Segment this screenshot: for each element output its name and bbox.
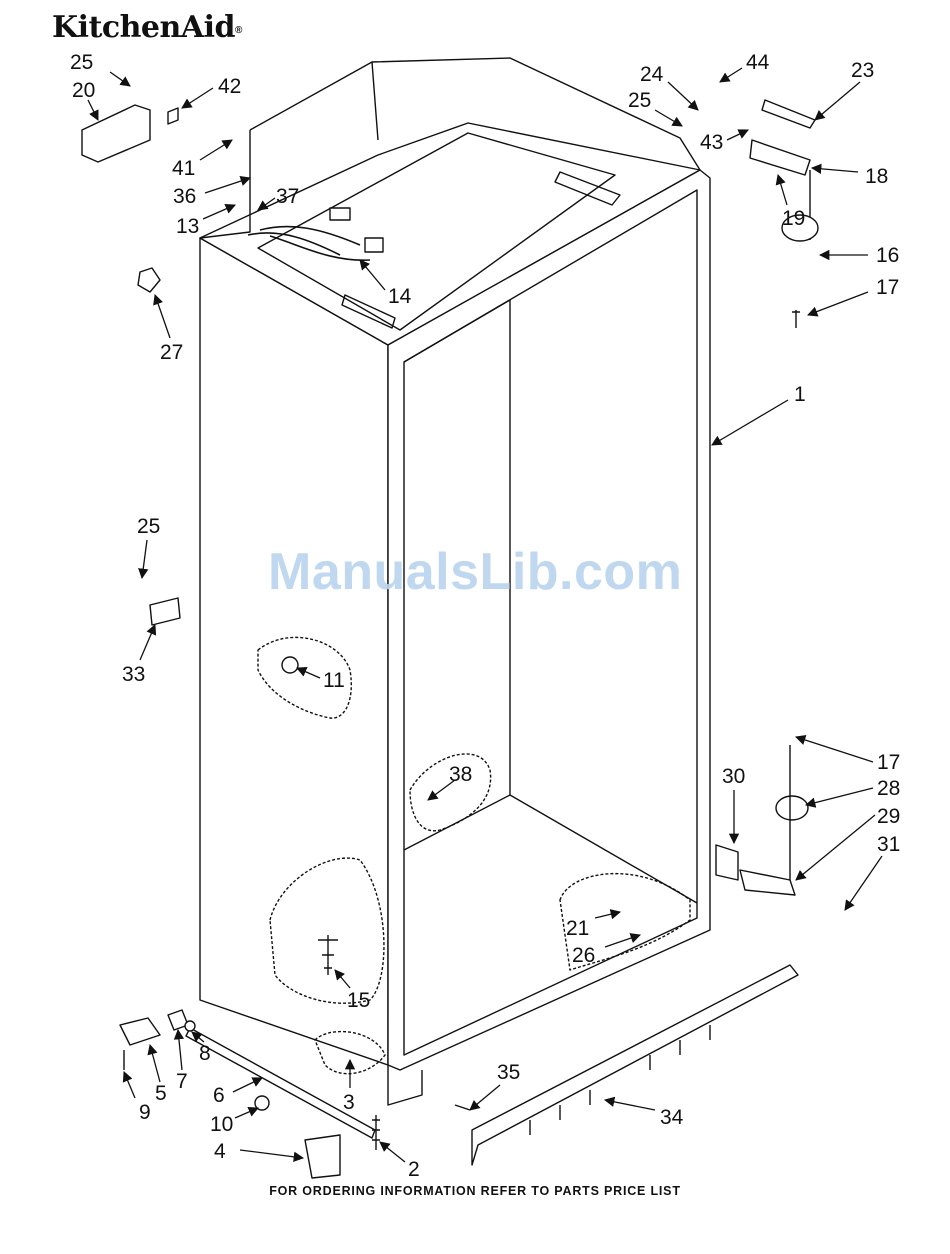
leader-7 bbox=[178, 1030, 182, 1070]
footer-note: FOR ORDERING INFORMATION REFER TO PARTS … bbox=[0, 1184, 950, 1198]
leader-18 bbox=[812, 168, 858, 172]
leader-36 bbox=[205, 178, 250, 193]
leader-25a bbox=[110, 72, 130, 86]
leader-20 bbox=[88, 100, 98, 120]
callout-13: 13 bbox=[176, 216, 199, 237]
callout-37: 37 bbox=[276, 186, 299, 207]
callout-27: 27 bbox=[160, 342, 183, 363]
callout-4: 4 bbox=[214, 1141, 226, 1162]
callout-43: 43 bbox=[700, 132, 723, 153]
callout-5: 5 bbox=[155, 1083, 167, 1104]
light-housing bbox=[82, 105, 150, 162]
leader-17b bbox=[796, 737, 873, 762]
callout-36: 36 bbox=[173, 186, 196, 207]
upper-hinge-bracket bbox=[750, 140, 810, 175]
callout-2: 2 bbox=[408, 1159, 420, 1180]
leader-13 bbox=[203, 205, 235, 219]
callout-26: 26 bbox=[572, 945, 595, 966]
callout-16: 16 bbox=[876, 245, 899, 266]
callout-9: 9 bbox=[139, 1102, 151, 1123]
leader-19 bbox=[778, 175, 787, 205]
callout-21: 21 bbox=[566, 918, 589, 939]
callout-20: 20 bbox=[72, 80, 95, 101]
callout-25: 25 bbox=[70, 52, 93, 73]
callout-17: 17 bbox=[876, 277, 899, 298]
clip-27 bbox=[138, 268, 160, 292]
screw-17-upper bbox=[792, 310, 800, 328]
callout-11: 11 bbox=[323, 670, 345, 691]
callout-25: 25 bbox=[628, 90, 651, 111]
harness-connector-a bbox=[365, 238, 383, 252]
callout-41: 41 bbox=[172, 158, 195, 179]
watermark: ManualsLib.com bbox=[268, 542, 682, 602]
harness-connector-b bbox=[330, 208, 350, 220]
leader-4 bbox=[240, 1150, 303, 1158]
lower-hinge-plate bbox=[716, 845, 738, 880]
callout-29: 29 bbox=[877, 806, 900, 827]
leader-28 bbox=[806, 788, 873, 805]
callout-30: 30 bbox=[722, 766, 745, 787]
callout-1: 1 bbox=[794, 384, 806, 405]
leader-29 bbox=[796, 815, 875, 880]
screw-35 bbox=[455, 1105, 470, 1110]
leader-23 bbox=[815, 82, 860, 120]
callout-42: 42 bbox=[218, 76, 241, 97]
leader-6 bbox=[233, 1078, 262, 1092]
callout-38: 38 bbox=[449, 764, 472, 785]
callout-28: 28 bbox=[877, 778, 900, 799]
callout-24: 24 bbox=[640, 64, 663, 85]
callout-8: 8 bbox=[199, 1043, 211, 1064]
leader-34 bbox=[605, 1100, 655, 1110]
leader-42 bbox=[182, 88, 213, 108]
callout-19: 19 bbox=[782, 208, 805, 229]
leader-10 bbox=[235, 1108, 258, 1118]
callout-25: 25 bbox=[137, 516, 160, 537]
hinge-arm bbox=[762, 100, 815, 128]
leader-43 bbox=[727, 130, 748, 140]
leader-1 bbox=[712, 400, 788, 445]
small-clip-42 bbox=[168, 108, 178, 124]
clip-33 bbox=[150, 598, 180, 625]
callout-44: 44 bbox=[746, 52, 769, 73]
leader-9 bbox=[124, 1072, 135, 1098]
front-roller-bracket bbox=[305, 1135, 340, 1178]
callout-10: 10 bbox=[210, 1114, 233, 1135]
callout-33: 33 bbox=[122, 664, 145, 685]
leader-27 bbox=[155, 295, 170, 338]
nut-8 bbox=[185, 1021, 195, 1031]
leader-25c bbox=[142, 540, 147, 578]
callout-14: 14 bbox=[388, 286, 411, 307]
leader-33 bbox=[140, 625, 155, 660]
rear-top-plate bbox=[250, 62, 378, 140]
leader-31 bbox=[845, 856, 882, 910]
leader-17a bbox=[808, 292, 868, 315]
callout-3: 3 bbox=[343, 1092, 355, 1113]
rear-foot-bracket bbox=[120, 1018, 160, 1045]
cabinet-left-side bbox=[200, 238, 388, 1065]
leader-41 bbox=[200, 140, 232, 160]
callout-35: 35 bbox=[497, 1062, 520, 1083]
callout-7: 7 bbox=[176, 1071, 188, 1092]
callout-6: 6 bbox=[213, 1085, 225, 1106]
callout-15: 15 bbox=[347, 990, 370, 1011]
leader-44 bbox=[720, 68, 742, 82]
lower-hinge-bushing bbox=[776, 796, 808, 820]
leader-2 bbox=[380, 1142, 405, 1162]
callout-18: 18 bbox=[865, 166, 888, 187]
leader-35 bbox=[470, 1085, 500, 1110]
leader-25b bbox=[655, 110, 682, 126]
callout-34: 34 bbox=[660, 1107, 683, 1128]
leader-24 bbox=[668, 82, 698, 110]
callout-17: 17 bbox=[877, 752, 900, 773]
lower-hinge-bracket bbox=[740, 870, 795, 895]
bottom-front-corner bbox=[388, 1065, 422, 1105]
plug-11 bbox=[282, 657, 298, 673]
leader-5 bbox=[150, 1045, 160, 1082]
callout-23: 23 bbox=[851, 60, 874, 81]
callout-31: 31 bbox=[877, 834, 900, 855]
